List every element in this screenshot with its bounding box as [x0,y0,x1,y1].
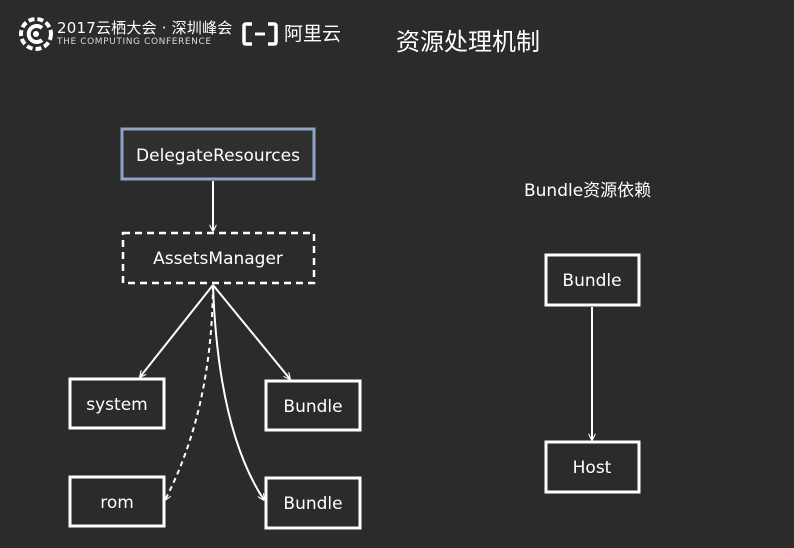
node-rom-label: rom [100,493,134,513]
dependency-caption: Bundle资源依赖 [524,181,652,201]
node-system: system [68,377,166,430]
node-system-label: system [86,395,147,415]
edge-assets-to-system [140,284,214,377]
conference-title: 2017云栖大会 · 深圳峰会 [57,19,233,37]
brand-name: 阿里云 [284,23,342,45]
edge-assets-to-rom [165,284,214,500]
node-dependency-host: Host [544,440,641,494]
node-bundle-a: Bundle [264,379,362,432]
conference-logo-icon [19,17,53,51]
slide-header: 2017云栖大会 · 深圳峰会 THE COMPUTING CONFERENCE… [0,0,794,80]
node-dependency-host-label: Host [573,458,612,478]
node-bundle-b: Bundle [264,476,362,530]
node-delegate-resources: DelegateResources [120,127,316,181]
node-assets-manager: AssetsManager [121,231,316,285]
node-bundle-b-label: Bundle [283,494,342,514]
conference-subtitle: THE COMPUTING CONFERENCE [57,37,212,47]
node-assets-manager-label: AssetsManager [153,249,283,269]
node-rom: rom [68,475,166,528]
edge-assets-to-bundle-a [212,284,290,379]
aliyun-logo-icon [242,22,278,46]
edge-assets-to-bundle-b [212,284,264,500]
node-bundle-a-label: Bundle [283,397,342,417]
node-delegate-resources-label: DelegateResources [136,146,300,166]
slide-title: 资源处理机制 [396,28,540,56]
node-dependency-bundle: Bundle [544,253,641,307]
node-dependency-bundle-label: Bundle [562,271,621,291]
